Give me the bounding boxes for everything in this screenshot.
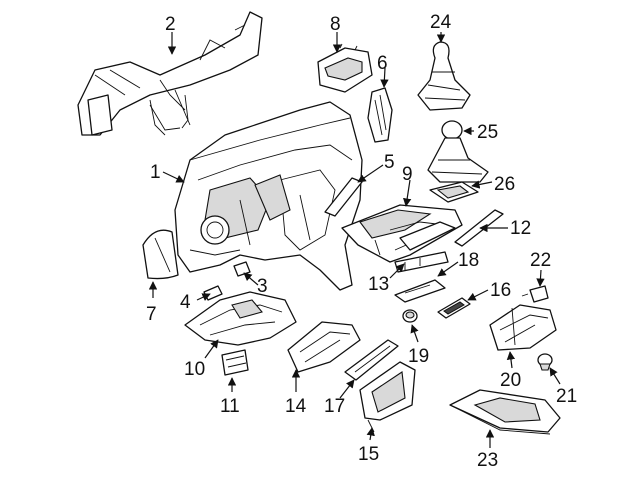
instrument-panel	[174, 101, 363, 291]
part-8	[317, 43, 373, 93]
callout-8: 8	[330, 14, 341, 35]
part-14	[287, 321, 361, 373]
callout-2: 2	[165, 14, 176, 35]
callout-labels: 2 1 3 4 5 6 7 8 9 10 11 12 13 14 15 16 1…	[146, 12, 577, 471]
callout-17: 17	[324, 396, 345, 417]
part-18	[394, 279, 446, 303]
end-cap-part	[142, 229, 179, 280]
callout-3: 3	[257, 276, 268, 297]
callout-23: 23	[477, 450, 498, 471]
part-22	[521, 285, 549, 303]
callout-9: 9	[402, 164, 413, 185]
callout-22: 22	[530, 250, 551, 271]
part-21	[537, 353, 553, 371]
shift-knob	[427, 120, 489, 183]
callout-21: 21	[556, 386, 577, 407]
part-6	[367, 87, 393, 143]
part-20	[489, 304, 557, 351]
center-console	[341, 204, 463, 263]
glove-box	[184, 291, 297, 346]
part-15	[359, 361, 416, 433]
part-3	[233, 261, 251, 277]
part-4	[203, 285, 223, 301]
callout-25: 25	[477, 122, 498, 143]
callout-11: 11	[220, 396, 240, 417]
callout-7: 7	[146, 304, 157, 325]
part-19	[402, 309, 418, 323]
part-12	[454, 209, 504, 247]
callout-10: 10	[184, 359, 205, 380]
part-16	[437, 297, 471, 319]
callout-18: 18	[458, 250, 479, 271]
part-26	[429, 181, 479, 203]
callout-19: 19	[408, 346, 429, 367]
callout-15: 15	[358, 444, 379, 465]
dash-support-beam	[77, 11, 263, 136]
callout-5: 5	[384, 152, 395, 173]
callout-12: 12	[510, 218, 531, 239]
callout-16: 16	[490, 280, 511, 301]
callout-24: 24	[430, 12, 452, 33]
leader-lines	[148, 32, 561, 448]
callout-26: 26	[494, 174, 515, 195]
shift-boot	[417, 41, 471, 111]
callout-6: 6	[377, 53, 388, 74]
part-17	[344, 339, 399, 381]
callout-13: 13	[368, 274, 389, 295]
callout-4: 4	[180, 292, 191, 313]
part-11	[221, 349, 249, 376]
callout-1: 1	[150, 162, 161, 183]
callout-14: 14	[285, 396, 307, 417]
callout-20: 20	[500, 370, 521, 391]
console-tray	[449, 389, 561, 435]
